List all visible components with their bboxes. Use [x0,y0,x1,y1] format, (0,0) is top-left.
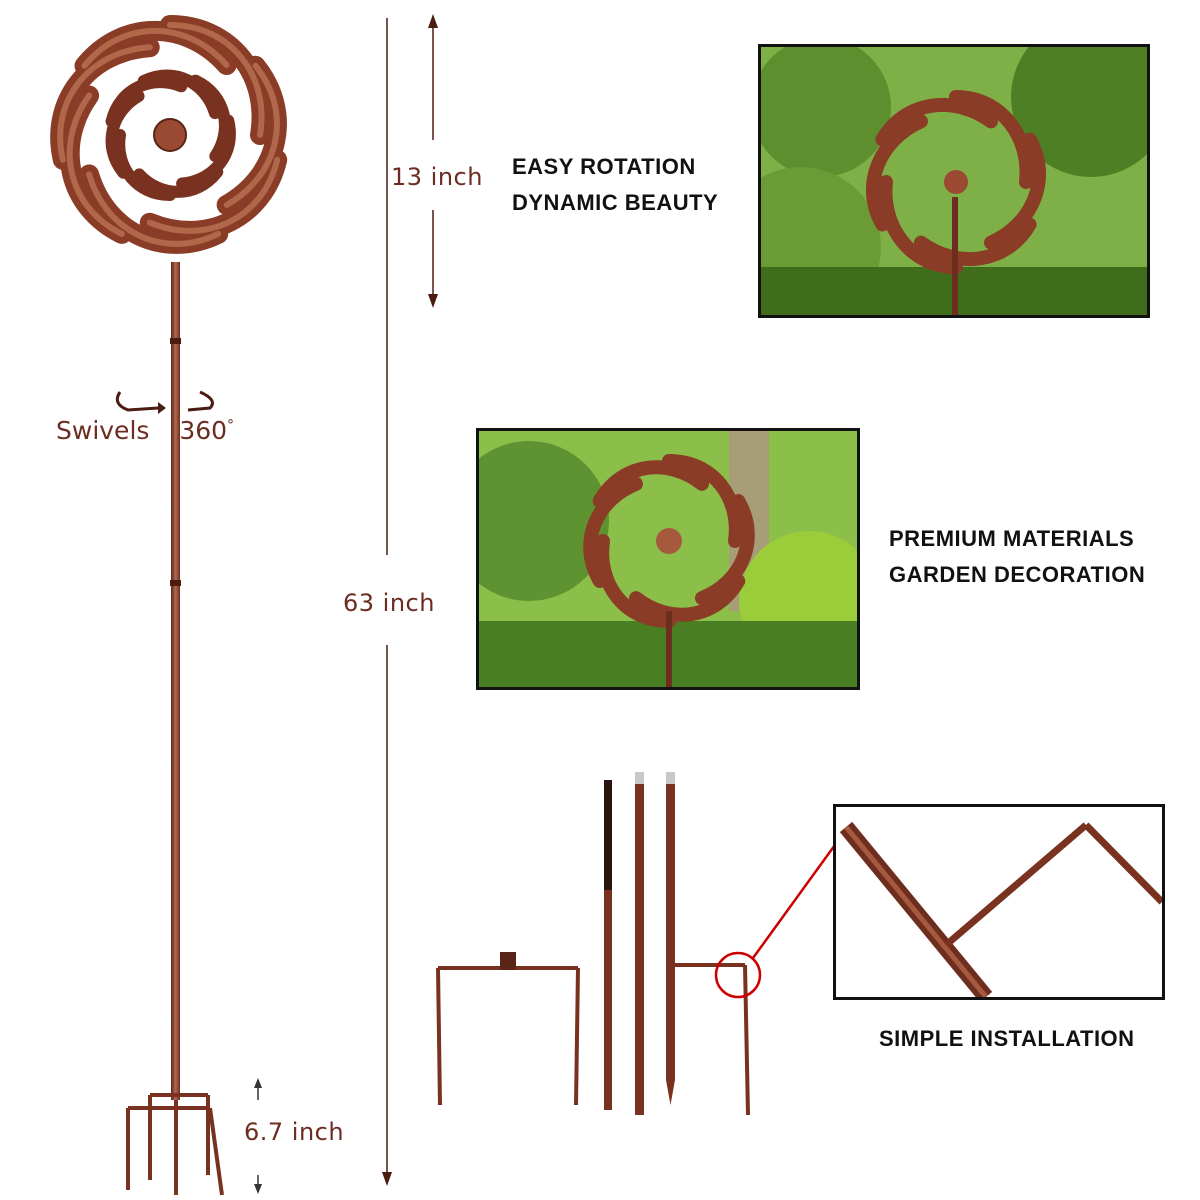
total-height-label: 63 inch [343,589,435,617]
product-main-illustration [50,15,288,1196]
feature-caption-rotation: EASY ROTATION DYNAMIC BEAUTY [512,149,718,221]
swivel-word: Swivels [56,416,150,445]
degree-mark: ° [227,417,235,434]
pole-segment-pointed [666,780,675,1080]
pole-joint [170,338,181,344]
stake-height-label: 6.7 inch [244,1118,345,1146]
swivel-arrow-right-icon [187,390,214,412]
head-height-label: 13 inch [391,163,483,191]
swivel-label: Swivels 360° [56,416,234,445]
feature-caption-materials: PREMIUM MATERIALS GARDEN DECORATION [889,521,1145,593]
arrow-down-icon [428,294,438,308]
swivel-value: 360 [179,416,228,445]
pole-joint [170,580,181,586]
feature-line: DYNAMIC BEAUTY [512,190,719,215]
stake-base [126,1093,224,1196]
spinner-hub [153,118,187,152]
installation-parts-illustration [436,772,840,1116]
feature-caption-installation: SIMPLE INSTALLATION [879,1021,1135,1057]
arrow-up-icon [428,14,438,28]
pole-segment [635,780,644,1115]
feature-line: EASY ROTATION [512,154,696,179]
installation-closeup-photo [833,804,1165,1000]
zoom-callout-circle [714,951,762,999]
garden-photo-materials [476,428,860,690]
garden-photo-rotation [758,44,1150,318]
feature-line: PREMIUM MATERIALS [889,526,1135,551]
spinner-head [50,15,288,254]
base-socket [500,952,516,970]
zoom-callout-line [751,837,840,959]
pole [171,262,180,1100]
arrow-down-icon [382,1172,392,1186]
dimension-lines [382,14,438,1186]
feature-line: SIMPLE INSTALLATION [879,1026,1135,1051]
feature-line: GARDEN DECORATION [889,562,1146,587]
swivel-arrow-left-icon [115,391,159,412]
